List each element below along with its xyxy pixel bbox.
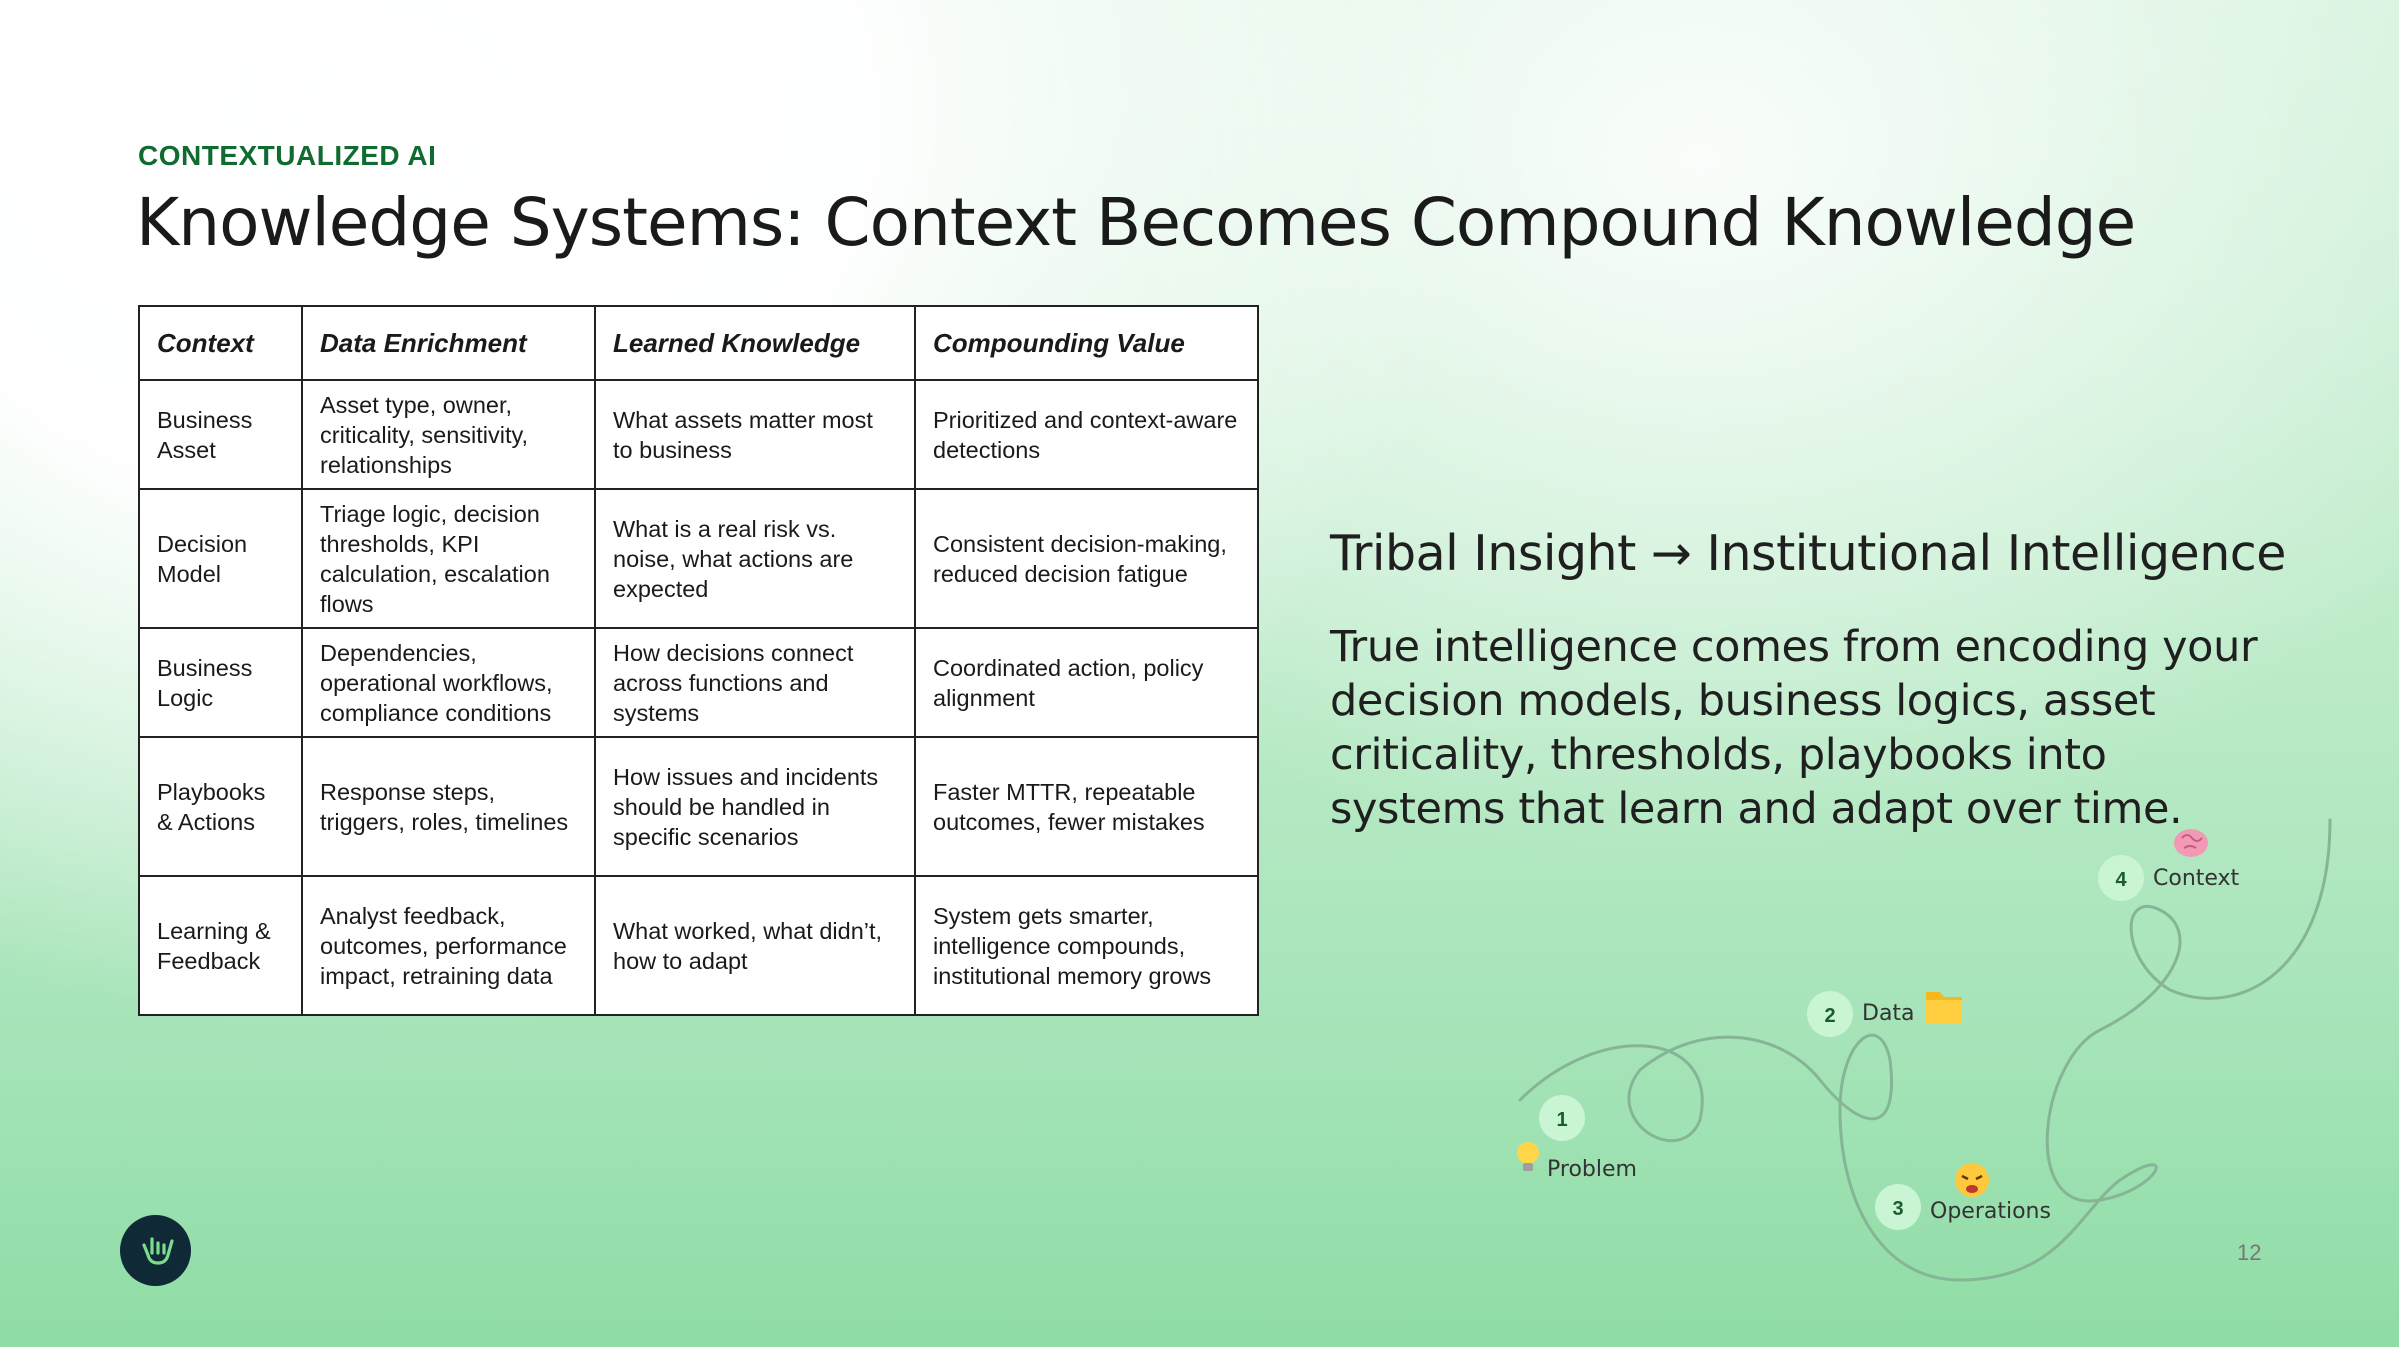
- lightbulb-icon: [1517, 1142, 1539, 1171]
- table-cell: System gets smarter, intelligence compou…: [914, 875, 1259, 1016]
- step-number-3: 3: [1892, 1198, 1903, 1220]
- table-cell: Triage logic, decision thresholds, KPI c…: [301, 488, 596, 629]
- table-cell: Business Logic: [138, 627, 303, 738]
- section-eyebrow: CONTEXTUALIZED AI: [138, 140, 437, 171]
- knowledge-table: Context Data Enrichment Learned Knowledg…: [138, 305, 1259, 1016]
- table-cell: What worked, what didn’t, how to adapt: [594, 875, 916, 1016]
- table-row: Playbooks & Actions Response steps, trig…: [138, 736, 1259, 877]
- table-cell: Dependencies, operational workflows, com…: [301, 627, 596, 738]
- insight-subhead: Tribal Insight → Institutional Intellige…: [1330, 525, 2286, 582]
- table-cell: Decision Model: [138, 488, 303, 629]
- table-cell: Faster MTTR, repeatable outcomes, fewer …: [914, 736, 1259, 877]
- step-badge-1: [1539, 1095, 1585, 1141]
- table-cell: Asset type, owner, criticality, sensitiv…: [301, 379, 596, 490]
- table-header-cell: Learned Knowledge: [594, 305, 916, 381]
- step-label-1: Problem: [1547, 1157, 1637, 1182]
- step-number-2: 2: [1824, 1005, 1835, 1027]
- step-badge-2: [1807, 991, 1853, 1037]
- table-cell: Business Asset: [138, 379, 303, 490]
- table-header-cell: Compounding Value: [914, 305, 1259, 381]
- step-number-1: 1: [1556, 1109, 1567, 1131]
- step-number-4: 4: [2115, 869, 2127, 891]
- table-cell: What assets matter most to business: [594, 379, 916, 490]
- table-cell: Playbooks & Actions: [138, 736, 303, 877]
- frustrated-face-icon: [1955, 1163, 1989, 1197]
- table-cell: Coordinated action, policy alignment: [914, 627, 1259, 738]
- step-badge-4: [2098, 855, 2144, 901]
- table-header-cell: Data Enrichment: [301, 305, 596, 381]
- table-header-row: Context Data Enrichment Learned Knowledg…: [138, 305, 1259, 381]
- page-number: 12: [2237, 1240, 2262, 1265]
- table-cell: Prioritized and context-aware detections: [914, 379, 1259, 490]
- table-cell: Learning & Feedback: [138, 875, 303, 1016]
- table-row: Decision Model Triage logic, decision th…: [138, 488, 1259, 629]
- slide-title: Knowledge Systems: Context Becomes Compo…: [136, 184, 2136, 261]
- company-logo: [120, 1215, 191, 1286]
- table-row: Business Asset Asset type, owner, critic…: [138, 379, 1259, 490]
- step-badge-3: [1875, 1184, 1921, 1230]
- table-cell: Analyst feedback, outcomes, performance …: [301, 875, 596, 1016]
- step-label-2: Data: [1862, 1001, 1915, 1026]
- table-cell: How issues and incidents should be handl…: [594, 736, 916, 877]
- step-label-3: Operations: [1930, 1199, 2051, 1224]
- insight-body: True intelligence comes from encoding yo…: [1330, 622, 2258, 834]
- table-header-cell: Context: [138, 305, 303, 381]
- table-cell: What is a real risk vs. noise, what acti…: [594, 488, 916, 629]
- table-cell: Consistent decision-making, reduced deci…: [914, 488, 1259, 629]
- folder-icon: [1926, 992, 1962, 1023]
- journey-path: [1518, 818, 2332, 1282]
- table-row: Business Logic Dependencies, operational…: [138, 627, 1259, 738]
- brain-icon: [2174, 829, 2208, 857]
- hand-sign-icon: [141, 1236, 174, 1265]
- table-cell: Response steps, triggers, roles, timelin…: [301, 736, 596, 877]
- step-label-4: Context: [2153, 866, 2240, 891]
- table-row: Learning & Feedback Analyst feedback, ou…: [138, 875, 1259, 1016]
- table-cell: How decisions connect across functions a…: [594, 627, 916, 738]
